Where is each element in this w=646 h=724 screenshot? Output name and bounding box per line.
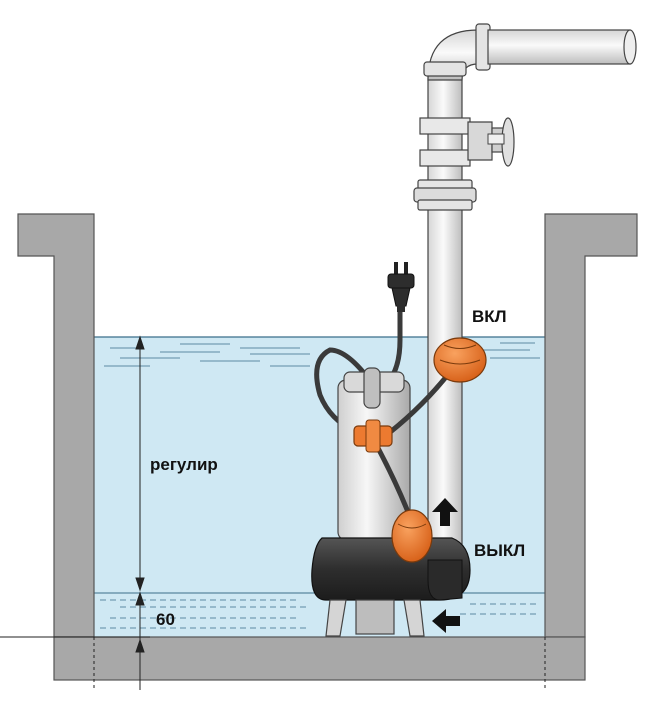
pipe-end bbox=[623, 29, 637, 65]
float-cable-lower bbox=[375, 446, 411, 513]
water-ripples-top bbox=[104, 342, 540, 367]
flow-arrow-left-icon bbox=[432, 609, 460, 633]
cable-clamp bbox=[353, 419, 393, 453]
plug-icon bbox=[387, 262, 415, 312]
label-on: ВКЛ bbox=[472, 307, 507, 326]
dimension-range bbox=[135, 335, 145, 592]
pit-wall-right bbox=[544, 213, 638, 638]
label-off: ВЫКЛ bbox=[474, 541, 525, 560]
pipe-elbow-collar bbox=[423, 61, 467, 77]
pit-wall-left bbox=[17, 213, 95, 638]
flow-arrow-up-icon bbox=[432, 498, 458, 526]
label-min-level: 60 bbox=[156, 610, 175, 629]
label-range: регулир bbox=[150, 455, 218, 474]
water-ripples-bottom bbox=[100, 599, 540, 629]
discharge-pipe-horizontal bbox=[487, 29, 631, 65]
pump-handle bbox=[363, 367, 381, 409]
float-switch-upper bbox=[433, 337, 487, 383]
valve-icon bbox=[419, 117, 515, 167]
pump-outlet bbox=[427, 559, 463, 601]
pump-stand bbox=[325, 599, 425, 637]
float-cable-loop bbox=[314, 347, 381, 435]
pipe-coupling bbox=[413, 179, 477, 211]
pit-floor bbox=[53, 636, 586, 681]
dimension-min-level bbox=[0, 591, 546, 690]
float-switch-lower bbox=[391, 509, 433, 563]
